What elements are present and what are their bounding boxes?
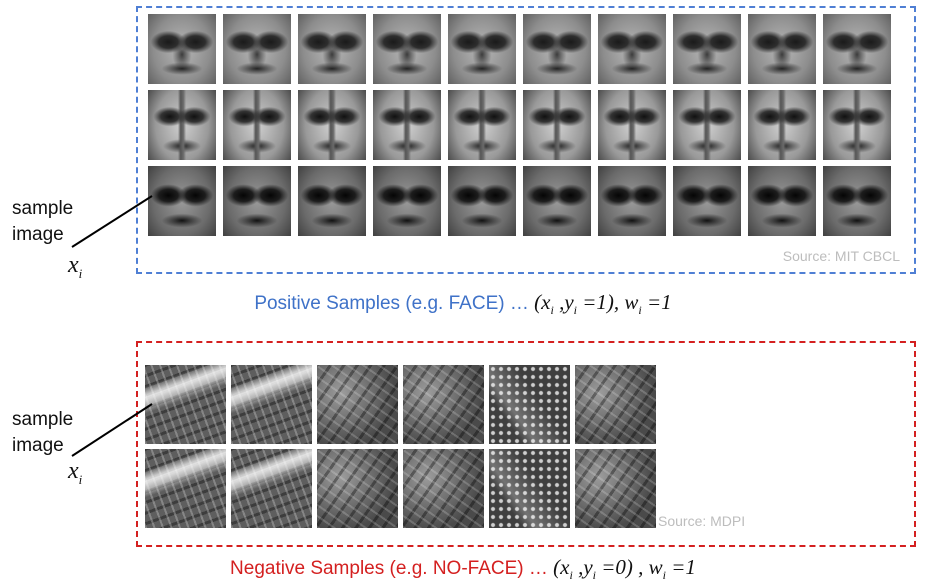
positive-formula-tail: =1 [641, 290, 672, 314]
positive-formula: (xi ,yi =1), wi =1 [534, 290, 672, 318]
positive-sample-variable: xi [68, 252, 82, 282]
face-sample-image [823, 166, 891, 236]
negative-formula-value: =0) , w [596, 555, 663, 579]
face-image-grid [148, 14, 891, 236]
non-face-sample-image [489, 365, 570, 444]
face-sample-image [298, 14, 366, 84]
face-sample-image [523, 14, 591, 84]
non-face-sample-image [489, 449, 570, 528]
face-sample-image [448, 90, 516, 160]
face-sample-image [598, 90, 666, 160]
non-face-sample-image [403, 449, 484, 528]
face-sample-image [148, 166, 216, 236]
positive-sample-variable-sub: i [78, 265, 83, 281]
face-sample-image [148, 14, 216, 84]
face-sample-image [223, 166, 291, 236]
positive-formula-sub3: i [638, 303, 642, 318]
non-face-sample-image [231, 365, 312, 444]
positive-samples-panel: Source: MIT CBCL [136, 6, 916, 274]
positive-caption: Positive Samples (e.g. FACE) … (xi ,yi =… [0, 290, 926, 318]
negative-sample-label: sample image [12, 407, 73, 459]
negative-formula-sub3: i [662, 568, 667, 583]
face-sample-image [148, 90, 216, 160]
negative-sample-variable-sub: i [78, 471, 83, 487]
negative-sample-label-line1: sample [12, 409, 74, 430]
non-face-sample-image [575, 449, 656, 528]
negative-pointer-line [71, 403, 153, 457]
positive-formula-open: (x [534, 290, 551, 314]
face-sample-image [373, 90, 441, 160]
negative-formula-sub1: i [569, 568, 573, 583]
non-face-sample-image [403, 365, 484, 444]
non-face-sample-image [145, 365, 226, 444]
negative-formula: (xi ,yi =0) , wi =1 [553, 555, 696, 583]
face-sample-image [523, 90, 591, 160]
non-face-sample-image [317, 449, 398, 528]
positive-sample-variable-x: x [68, 252, 79, 278]
face-sample-image [673, 14, 741, 84]
face-sample-image [673, 90, 741, 160]
face-sample-image [748, 14, 816, 84]
face-sample-image [748, 166, 816, 236]
negative-formula-sub2: i [592, 568, 596, 583]
face-sample-image [373, 166, 441, 236]
face-sample-image [448, 166, 516, 236]
negative-sample-label-line2: image [12, 435, 64, 456]
negative-caption-text: Negative Samples (e.g. NO-FACE) … [230, 558, 554, 579]
face-sample-image [523, 166, 591, 236]
negative-formula-open: (x [553, 555, 570, 579]
negative-caption: Negative Samples (e.g. NO-FACE) … (xi ,y… [0, 555, 926, 583]
non-face-image-grid [145, 365, 656, 528]
face-sample-image [223, 14, 291, 84]
negative-formula-tail: =1 [666, 555, 696, 579]
face-sample-image [223, 90, 291, 160]
negative-sample-variable: xi [68, 458, 82, 488]
face-sample-image [823, 14, 891, 84]
non-face-sample-image [575, 365, 656, 444]
face-sample-image [598, 14, 666, 84]
non-face-sample-image [145, 449, 226, 528]
face-sample-image [373, 14, 441, 84]
positive-sample-label-line1: sample [12, 198, 74, 219]
positive-formula-sub2: i [573, 303, 577, 318]
positive-formula-value: =1), w [576, 290, 639, 314]
face-sample-image [298, 166, 366, 236]
positive-formula-sub1: i [550, 303, 554, 318]
face-sample-image [748, 90, 816, 160]
positive-caption-text: Positive Samples (e.g. FACE) … [254, 293, 535, 314]
negative-sample-variable-x: x [68, 458, 79, 484]
face-sample-image [298, 90, 366, 160]
positive-sample-label-line2: image [12, 224, 64, 245]
face-sample-image [823, 90, 891, 160]
face-sample-image [598, 166, 666, 236]
positive-formula-mid: ,y [553, 290, 574, 314]
face-sample-image [448, 14, 516, 84]
face-sample-image [673, 166, 741, 236]
positive-source-credit: Source: MIT CBCL [782, 248, 900, 264]
non-face-sample-image [317, 365, 398, 444]
non-face-sample-image [231, 449, 312, 528]
negative-samples-panel: Source: MDPI [136, 341, 916, 547]
positive-sample-label: sample image [12, 196, 73, 248]
positive-pointer-line [71, 195, 153, 248]
negative-source-credit: Source: MDPI [658, 513, 746, 529]
negative-formula-mid: ,y [572, 555, 593, 579]
